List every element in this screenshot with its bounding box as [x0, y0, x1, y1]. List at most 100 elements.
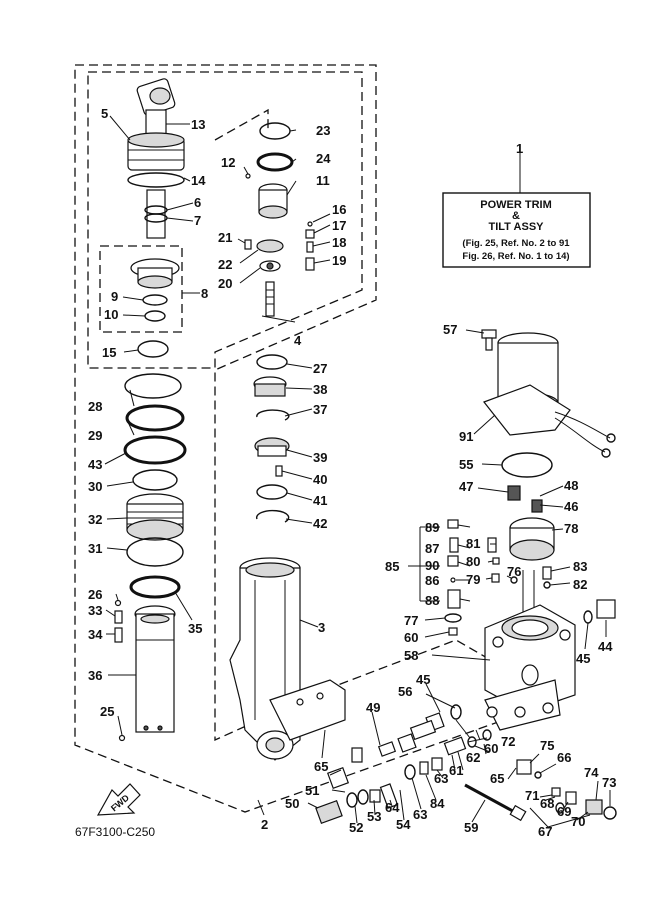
free-piston-32 [126, 493, 184, 541]
part-label-64: 64 [385, 800, 400, 815]
part-label-3: 3 [318, 620, 325, 635]
part-label-58: 58 [404, 648, 418, 663]
part-label-2: 2 [261, 817, 268, 832]
pump-78 [507, 485, 555, 561]
part-label-46: 46 [564, 499, 578, 514]
part-label-7: 7 [194, 213, 201, 228]
part-label-26: 26 [88, 587, 102, 602]
pump-small-parts [444, 519, 552, 636]
part-label-77: 77 [404, 613, 418, 628]
part-label-32: 32 [88, 512, 102, 527]
part-label-82: 82 [573, 577, 587, 592]
part-label-62: 62 [466, 750, 480, 765]
part-label-24: 24 [316, 151, 331, 166]
part-label-61: 61 [449, 763, 463, 778]
part-label-52: 52 [349, 820, 363, 835]
part-label-63a: 63 [434, 771, 448, 786]
part-label-4: 4 [294, 333, 302, 348]
part-label-78: 78 [564, 521, 578, 536]
part-label-17: 17 [332, 218, 346, 233]
part-label-45b: 45 [576, 651, 590, 666]
part-label-53: 53 [367, 809, 381, 824]
callout-ref-1: (Fig. 25, Ref. No. 2 to 91 [462, 238, 570, 249]
part-label-51: 51 [305, 783, 319, 798]
part-label-29: 29 [88, 428, 102, 443]
part-label-86: 86 [425, 573, 439, 588]
oring-55 [501, 452, 553, 478]
part-label-11: 11 [316, 173, 330, 188]
part-label-10: 10 [104, 307, 118, 322]
part-label-73: 73 [602, 775, 616, 790]
part-label-45a: 45 [416, 672, 430, 687]
part-label-68: 68 [540, 796, 554, 811]
part-label-38: 38 [313, 382, 327, 397]
part-label-83: 83 [573, 559, 587, 574]
part-label-85: 85 [385, 559, 399, 574]
part-label-69: 69 [557, 804, 571, 819]
fwd-arrow-icon: FWD [96, 783, 141, 816]
callout-box: POWER TRIM & TILT ASSY (Fig. 25, Ref. No… [442, 160, 591, 268]
small-parts-left [114, 599, 126, 742]
part-label-31: 31 [88, 541, 102, 556]
assembly-outline-4 [214, 108, 269, 141]
part-label-12: 12 [221, 155, 235, 170]
part-label-47: 47 [459, 479, 473, 494]
part-label-43: 43 [88, 457, 102, 472]
part-label-84: 84 [430, 796, 445, 811]
part-label-48: 48 [564, 478, 578, 493]
part-label-50: 50 [285, 796, 299, 811]
part-label-67: 67 [538, 824, 552, 839]
drawing-code: 67F3100-C250 [75, 825, 155, 839]
seal-rings-left [123, 340, 187, 491]
part-label-30: 30 [88, 479, 102, 494]
part-label-9: 9 [111, 289, 118, 304]
part-label-66: 66 [557, 750, 571, 765]
part-label-87: 87 [425, 541, 439, 556]
part-label-57: 57 [443, 322, 457, 337]
part-label-6: 6 [194, 195, 201, 210]
tilt-cylinder-3 [229, 557, 346, 761]
part-label-16: 16 [332, 202, 346, 217]
part-label-25: 25 [100, 704, 114, 719]
callout-title-1: POWER TRIM [480, 199, 552, 211]
part-label-36: 36 [88, 668, 102, 683]
part-label-90: 90 [425, 558, 439, 573]
piston-valve-8 [130, 258, 180, 322]
part-label-63b: 63 [413, 807, 427, 822]
part-label-72: 72 [501, 734, 515, 749]
callout-ref-2: Fig. 26, Ref. No. 1 to 14) [462, 251, 569, 262]
tilt-rod-assembly [127, 78, 185, 239]
part-label-70: 70 [571, 814, 585, 829]
valve-train-bottom [315, 704, 617, 825]
part-label-54: 54 [396, 817, 411, 832]
part-label-80: 80 [466, 554, 480, 569]
part-label-56: 56 [398, 684, 412, 699]
part-label-20: 20 [218, 276, 232, 291]
part-label-60b: 60 [484, 741, 498, 756]
part-label-8: 8 [201, 286, 208, 301]
tilt-motor-91 [481, 329, 616, 458]
part-label-5: 5 [101, 106, 108, 121]
part-label-33: 33 [88, 603, 102, 618]
part-label-15: 15 [102, 345, 116, 360]
part-label-79: 79 [466, 572, 480, 587]
part-label-19: 19 [332, 253, 346, 268]
part-label-27: 27 [313, 361, 327, 376]
part-label-91: 91 [459, 429, 473, 444]
part-label-41: 41 [313, 493, 327, 508]
part-label-55: 55 [459, 457, 473, 472]
part-label-22: 22 [218, 257, 232, 272]
fitting-44 [583, 599, 616, 624]
part-label-40: 40 [313, 472, 327, 487]
part-labels: 1 2 3 4 5 6 7 8 9 10 11 12 13 14 15 16 1… [88, 106, 616, 839]
part-label-65b: 65 [490, 771, 504, 786]
part-label-28: 28 [88, 399, 102, 414]
callout-title-3: TILT ASSY [489, 221, 545, 233]
part-label-13: 13 [191, 117, 205, 132]
part-label-75: 75 [540, 738, 554, 753]
part-label-18: 18 [332, 235, 346, 250]
assembly-outline-cylinder [87, 71, 363, 369]
callout-title-2: & [512, 210, 520, 222]
part-label-1: 1 [516, 141, 523, 156]
